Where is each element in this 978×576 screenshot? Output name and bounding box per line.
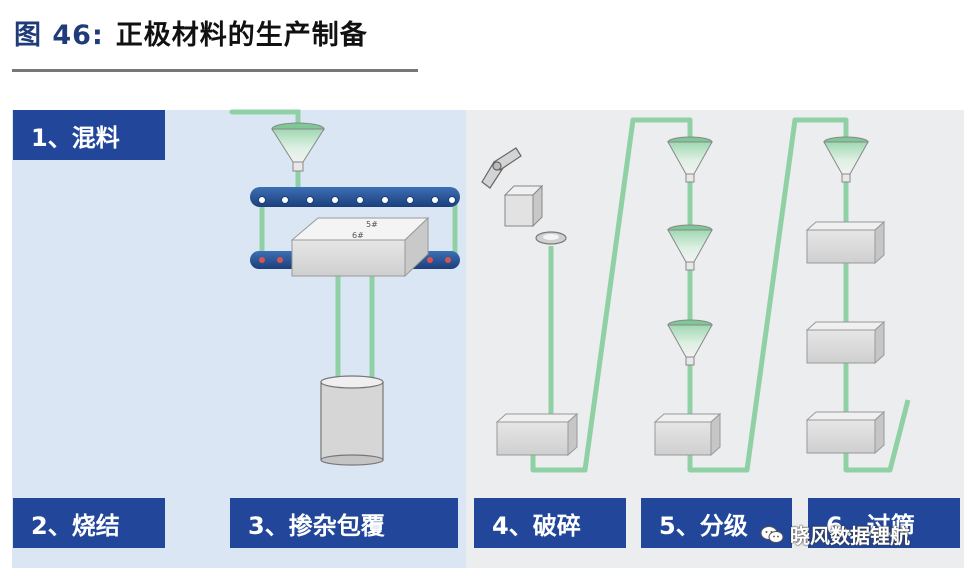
furnace-label-bottom: 6# [352,231,364,240]
figure-title-text: 正极材料的生产制备 [115,19,368,51]
crusher-cube [503,184,544,228]
furnace-label-top: 5# [366,220,378,229]
watermark: 晓风数据锂航 [760,520,910,549]
step-label-crushing: 4、破碎 [474,498,626,548]
upper-conveyor-belt [250,187,460,207]
sieve-box-1 [805,220,886,265]
step-classifying-text: 5、分级 [659,511,748,540]
sieve-box-3 [805,410,886,455]
figure-title: 图 46: 正极材料的生产制备 [14,12,368,52]
sieve-hopper [823,136,869,183]
title-underline [12,69,418,72]
step-mixing-text: 1、混料 [31,123,120,152]
coating-drum [320,375,384,466]
wechat-icon [760,525,784,543]
sintering-furnace: 5# 6# [290,216,430,278]
step-doping-coating-text: 3、掺杂包覆 [248,511,385,540]
classifier-output-box [653,412,722,457]
step-sintering-text: 2、烧结 [31,511,120,540]
step-crushing-text: 4、破碎 [492,511,581,540]
step-label-mixing: 1、混料 [13,110,165,160]
classifier-hopper-3 [667,319,713,366]
watermark-text: 晓风数据锂航 [790,524,910,548]
panel-mixing-sintering-coating [12,110,466,568]
classifier-hopper-1 [667,136,713,183]
crusher-lens [535,231,567,245]
step-label-classifying: 5、分级 [641,498,792,548]
step-label-doping-coating: 3、掺杂包覆 [230,498,458,548]
step-sieving-text: 6、过筛 [826,511,915,540]
figure-number: 图 46: [14,19,104,51]
mixing-hopper [271,122,325,172]
classifier-hopper-2 [667,224,713,271]
pipe-network-right [530,117,911,473]
crusher-robot-arm [481,147,522,189]
step-label-sintering: 2、烧结 [13,498,165,548]
sieve-box-2 [805,320,886,365]
step-label-sieving: 6、过筛 [808,498,960,548]
crusher-output-box [495,412,579,457]
